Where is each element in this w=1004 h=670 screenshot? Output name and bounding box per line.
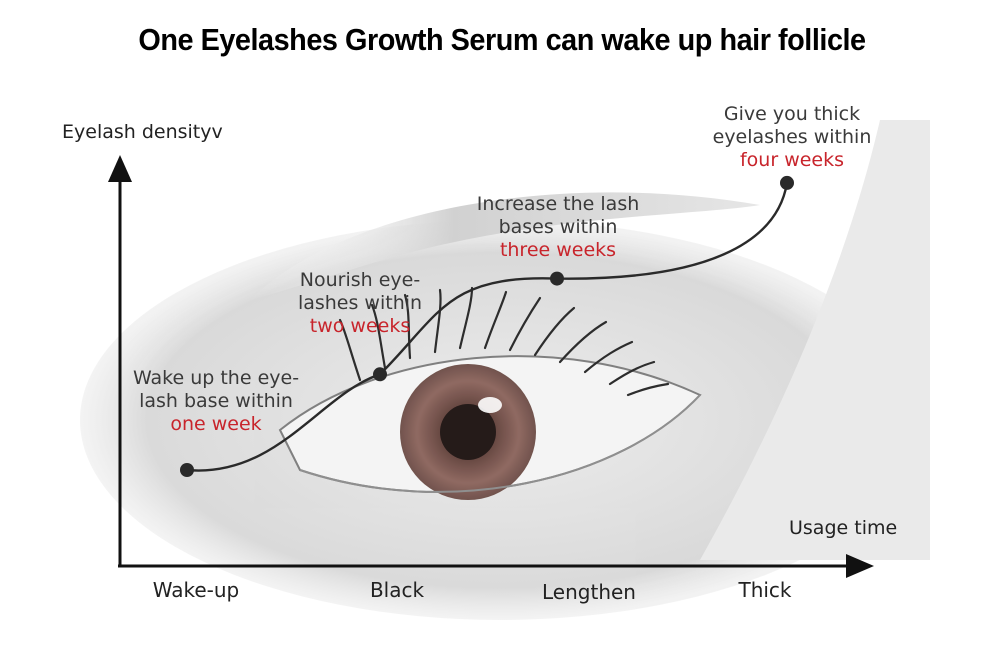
annotation-highlight: two weeks (310, 315, 410, 337)
x-tick-labels: Wake-up Black Lengthen Thick (153, 578, 792, 604)
y-axis-arrow-icon (108, 155, 132, 182)
annotation-highlight: four weeks (740, 149, 844, 171)
annotation-line: Increase the lash (477, 193, 640, 215)
annotation-line: lash base within (139, 390, 293, 412)
eyelashes (338, 286, 670, 397)
annotation-1: Wake up the eye- lash base within one we… (133, 367, 299, 435)
x-axis-label: Usage time (789, 517, 897, 539)
hair-edge (700, 120, 930, 560)
page-title: One Eyelashes Growth Serum can wake up h… (138, 22, 866, 57)
series-points (180, 175, 794, 477)
annotation-line: Nourish eye- (300, 269, 420, 291)
eyebrow (250, 192, 760, 300)
series-line (186, 182, 789, 472)
annotation-line: Give you thick (724, 103, 860, 125)
x-axis-arrow-icon (846, 554, 874, 578)
eye-highlight (478, 397, 502, 413)
lower-lid (299, 394, 701, 493)
data-point-2 (373, 367, 387, 382)
annotation-line: Wake up the eye- (133, 367, 299, 389)
annotation-highlight: one week (170, 413, 261, 435)
pupil (440, 404, 496, 460)
annotation-line: lashes within (298, 292, 422, 314)
data-point-1 (180, 463, 194, 477)
data-point-4 (780, 175, 794, 190)
eye-illustration (80, 120, 930, 620)
annotation-highlight: three weeks (500, 239, 616, 261)
y-axis-label: Eyelash densityv (62, 121, 223, 143)
data-point-3 (550, 271, 564, 286)
annotation-line: bases within (499, 216, 618, 238)
annotation-4: Give you thick eyelashes within four wee… (713, 103, 872, 171)
x-tick-label: Black (370, 578, 425, 602)
x-tick-label: Lengthen (542, 580, 636, 604)
axes (108, 155, 874, 578)
x-tick-label: Thick (737, 578, 791, 602)
annotation-line: eyelashes within (713, 126, 872, 148)
annotation-3: Increase the lash bases within three wee… (477, 193, 640, 261)
x-tick-label: Wake-up (153, 578, 240, 602)
annotation-2: Nourish eye- lashes within two weeks (298, 269, 422, 337)
